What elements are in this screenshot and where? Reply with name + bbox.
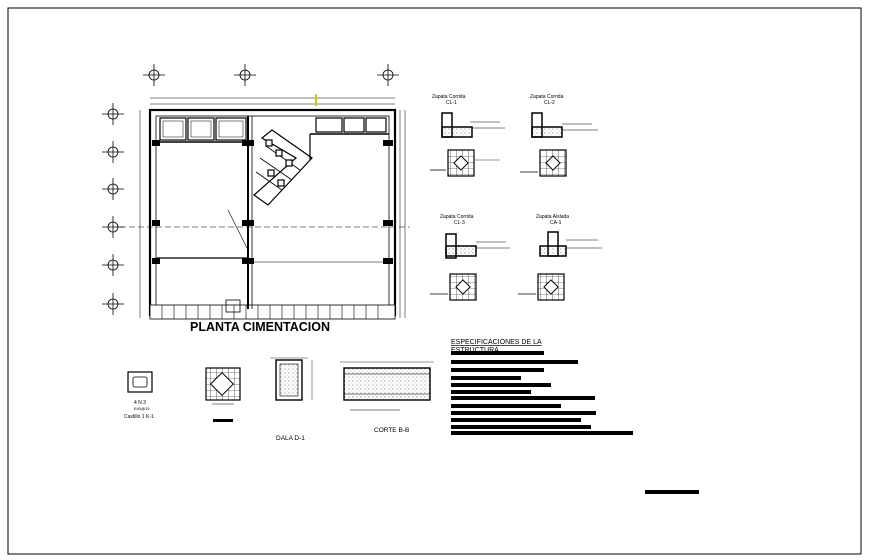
corte-section: CORTE B-B: [340, 361, 434, 434]
axis-markers-top: [143, 64, 399, 86]
svg-text:DALA D-1: DALA D-1: [276, 435, 305, 442]
svg-text:CL-3: CL-3: [454, 220, 465, 226]
footing-strip: [149, 304, 396, 320]
footing-strip-divisions: [161, 305, 379, 319]
specifications-block: ESPECIFICACIONES DE LA ESTRUCTURA: [451, 339, 633, 435]
svg-text:CL-2: CL-2: [544, 100, 555, 106]
svg-text:Zapata Corrida: Zapata Corrida: [440, 214, 474, 220]
footing-detail-cl3: Zapata Corrida CL-3: [430, 214, 510, 301]
svg-text:Zapata Corrida: Zapata Corrida: [432, 94, 466, 100]
diagonal-grid-footing: [253, 129, 313, 206]
axis-markers-left: [102, 103, 124, 315]
svg-text:4 N 3: 4 N 3: [134, 400, 146, 406]
redacted-spec-lines: [451, 351, 633, 435]
sheet-border: [7, 7, 862, 555]
foundation-plan: PLANTA CIMENTACION: [102, 64, 410, 334]
svg-text:CL-1: CL-1: [446, 100, 457, 106]
svg-text:Zapata Corrida: Zapata Corrida: [530, 94, 564, 100]
dimension-lines: [139, 97, 406, 318]
svg-text:CA-1: CA-1: [550, 220, 562, 226]
column-pads: [152, 140, 393, 264]
footing-detail-ca1: Zapata Aislada CA-1: [518, 214, 602, 301]
svg-text:Zapata Aislada: Zapata Aislada: [536, 214, 569, 220]
svg-text:ESTRUCTURA: ESTRUCTURA: [451, 347, 499, 354]
svg-text:ESPECIFICACIONES DE LA: ESPECIFICACIONES DE LA: [451, 339, 542, 346]
svg-text:E#3@15: E#3@15: [134, 406, 150, 411]
footing-detail-cl1: Zapata Corrida CL-1: [430, 94, 505, 177]
footing-detail-cl2: Zapata Corrida CL-2: [520, 94, 598, 177]
title-block-mark: [645, 490, 699, 494]
dala-section: DALA D-1: [270, 357, 313, 442]
column-section: [205, 367, 241, 422]
plan-title: PLANTA CIMENTACION: [190, 320, 330, 334]
svg-text:Castillo 1 K-1: Castillo 1 K-1: [124, 414, 154, 420]
top-room-blocks: [159, 117, 387, 141]
castillo-section: 4 N 3 E#3@15 Castillo 1 K-1: [124, 371, 154, 420]
svg-text:CORTE B-B: CORTE B-B: [374, 427, 409, 434]
